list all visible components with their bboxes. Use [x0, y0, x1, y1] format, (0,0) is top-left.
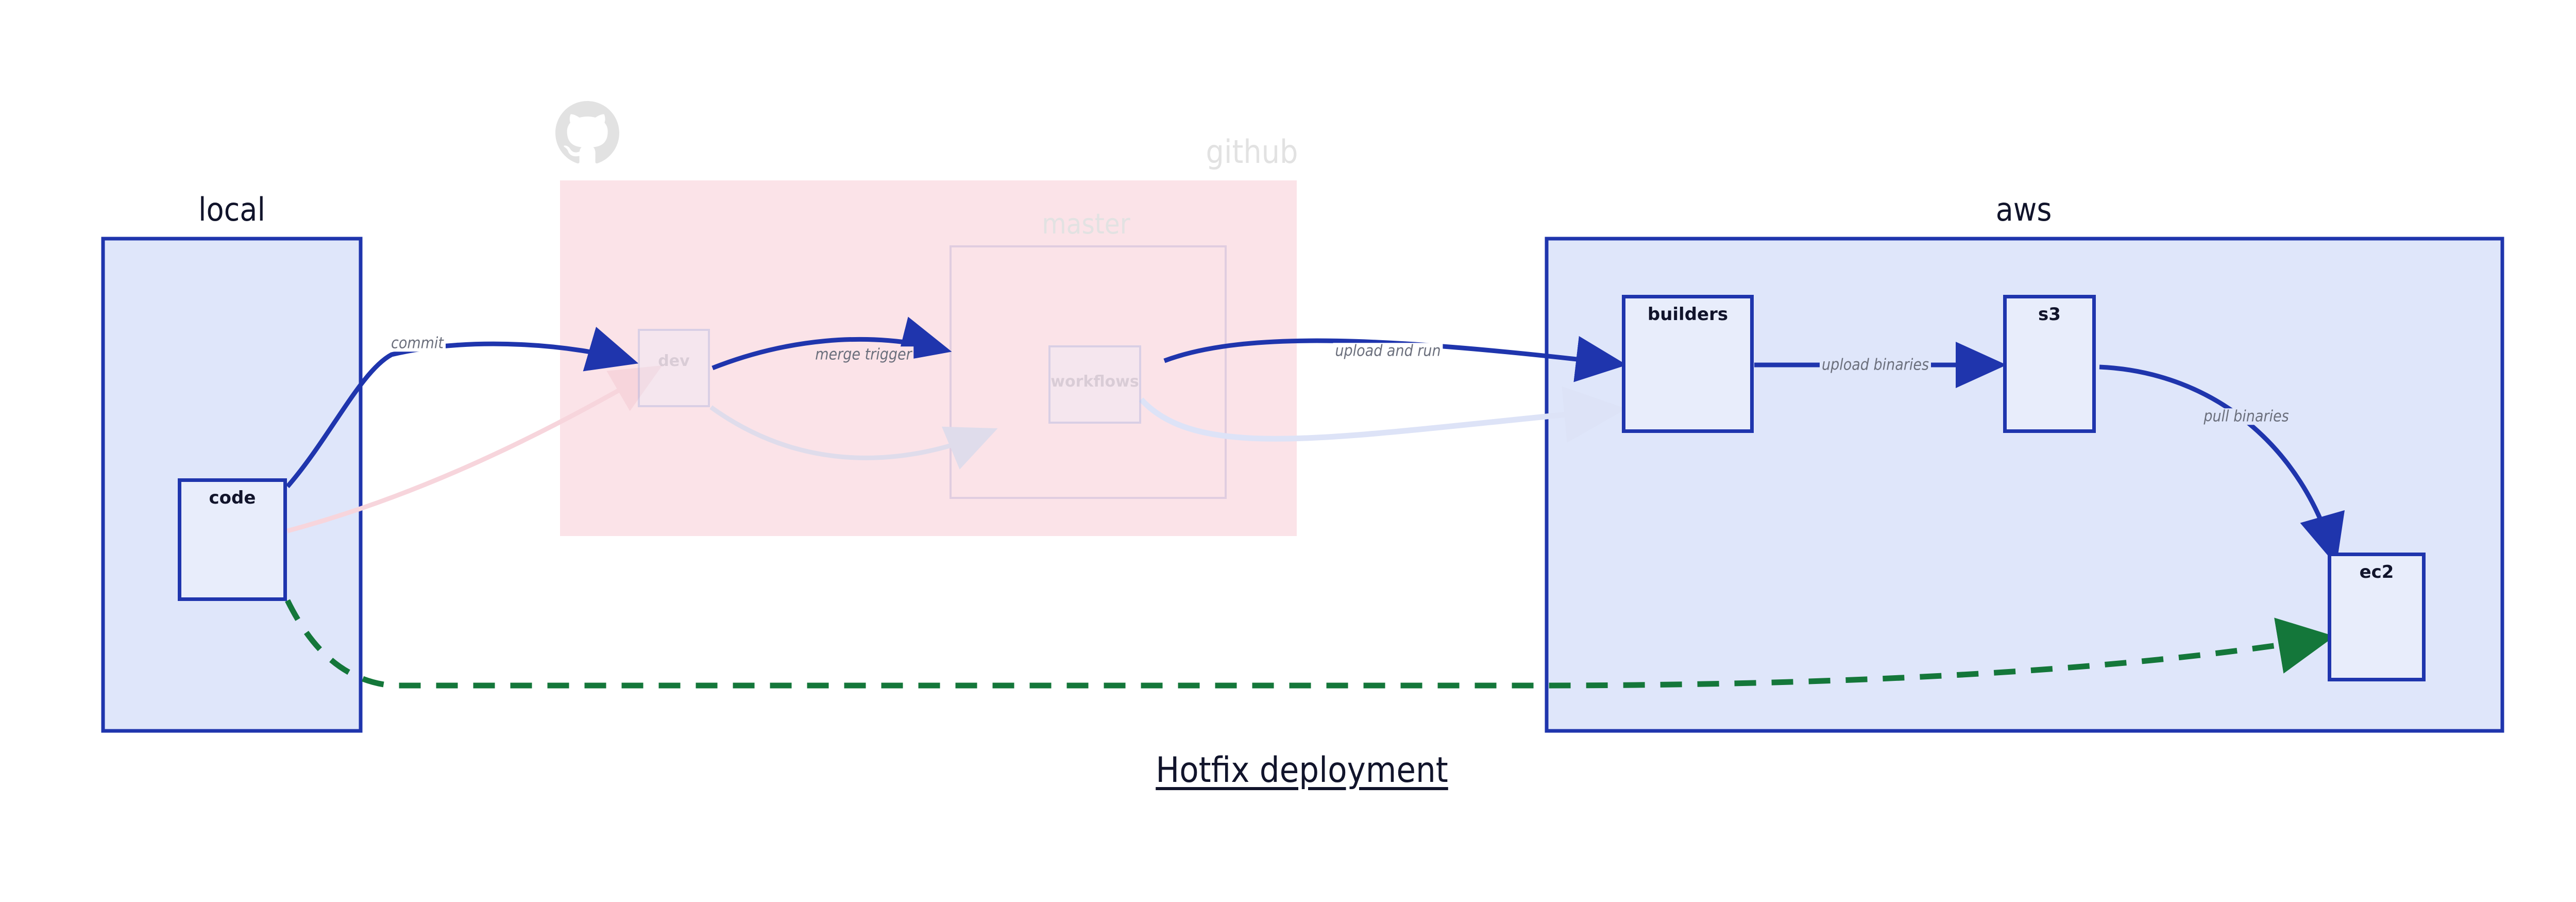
node-workflows-label: workflows: [1050, 373, 1139, 391]
region-label-local: local: [198, 191, 265, 228]
edge-merge-trigger: [711, 316, 952, 371]
edge-commit: [285, 326, 639, 488]
node-workflows[interactable]: workflows: [1048, 345, 1141, 424]
node-ec2[interactable]: ec2: [2328, 553, 2426, 681]
edge-label-pull-binaries: pull binaries: [2201, 408, 2291, 425]
master-subregion-box: [950, 245, 1227, 499]
node-code-label: code: [209, 488, 256, 508]
node-code[interactable]: code: [178, 478, 287, 601]
edge-label-merge-trigger: merge trigger: [813, 346, 914, 363]
node-builders[interactable]: builders: [1622, 295, 1754, 433]
edge-label-upload-and-run: upload and run: [1333, 343, 1443, 359]
edge-hotfix-direct: [285, 599, 2335, 689]
region-label-aws: aws: [1995, 191, 2052, 228]
node-s3-label: s3: [2038, 304, 2061, 325]
node-ec2-label: ec2: [2359, 562, 2394, 582]
diagram-title: Hotfix deployment: [1156, 750, 1448, 791]
github-octocat-icon: [555, 101, 619, 164]
edge-ghost-code-dev: [286, 365, 663, 533]
node-s3[interactable]: s3: [2003, 295, 2096, 433]
edge-upload-and-run: [1163, 336, 1627, 382]
node-builders-label: builders: [1647, 304, 1728, 325]
edge-label-upload-binaries: upload binaries: [1819, 357, 1931, 373]
region-label-github: github: [1206, 133, 1298, 171]
edge-label-commit: commit: [388, 335, 446, 352]
node-dev[interactable]: dev: [638, 329, 710, 407]
node-dev-label: dev: [658, 352, 690, 370]
subregion-label-master: master: [1042, 208, 1130, 240]
edge-ghost-workflows-builders: [1139, 386, 1626, 443]
edge-ghost-dev-workflows: [709, 405, 998, 470]
